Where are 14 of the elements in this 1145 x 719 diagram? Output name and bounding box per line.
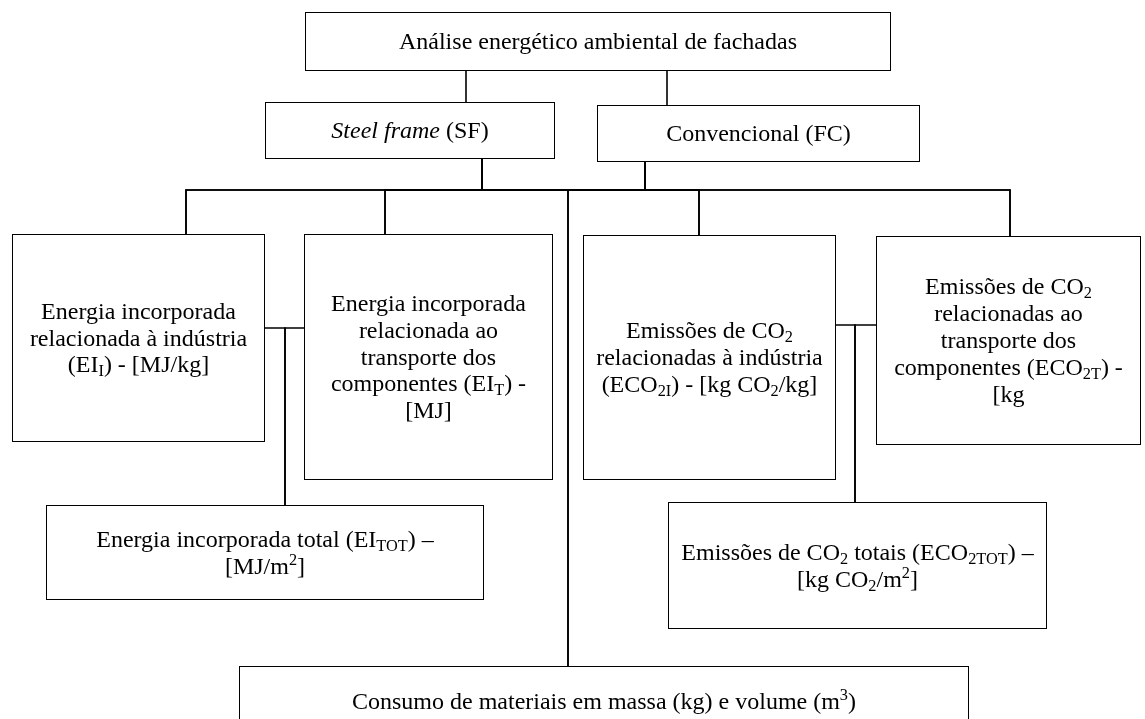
category-box: Energia incorporada relacionada ao transporte dos componentes (EI$_{T}$) - [MJ] <box>304 234 553 480</box>
category-box: Steel frame (SF) <box>265 102 555 159</box>
connector-line <box>284 327 305 506</box>
category-box: Energia incorporada relacionada à indústria (EI$_{I}$) - [MJ/kg] <box>12 234 265 442</box>
category-box: Análise energético ambiental de fachadas <box>305 12 891 71</box>
category-box: Emissões de CO$_{2}$ relacionadas ao transporte dos componentes (ECO$_{2T}$) - [kg <box>876 236 1141 445</box>
connector-line <box>465 70 467 103</box>
category-box: Emissões de CO$_{2}$ totais (ECO$_{2TOT}$) – [kg CO$_{2}$/m$^{2}$] <box>668 502 1047 629</box>
category-box: Emissões de CO$_{2}$ relacionadas à indústria (ECO$_{2I}$) - [kg CO$_{2}$/kg] <box>583 235 836 480</box>
connector-line <box>666 70 668 106</box>
connector-line <box>854 324 877 503</box>
category-box: Consumo de materiais em massa (kg) e volume (m$^{3}$) <box>239 666 969 719</box>
category-box: Convencional (FC) <box>597 105 920 162</box>
category-box: Energia incorporada total (EI$_{TOT}$) – [MJ/m$^{2}$] <box>46 505 484 600</box>
